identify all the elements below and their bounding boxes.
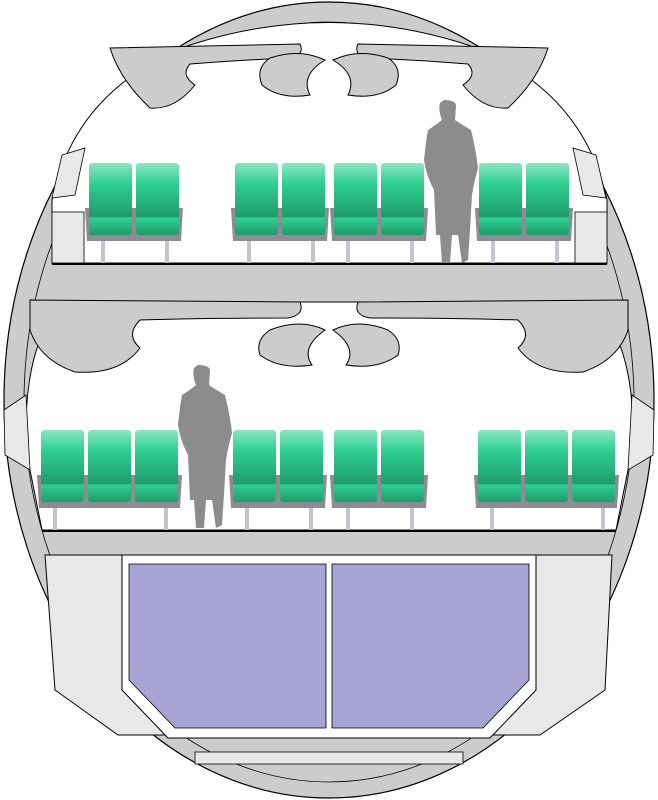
seat <box>478 430 521 502</box>
seat <box>525 430 568 502</box>
upper-deck-floor <box>52 263 607 265</box>
seat-leg <box>53 508 57 530</box>
main-deck-floor <box>42 530 616 532</box>
seat <box>334 430 377 502</box>
upper-deck-seat-group <box>231 163 329 263</box>
seat-leg <box>245 508 249 530</box>
upper-deck-seat-group <box>330 163 428 263</box>
upper-window-left <box>51 147 86 199</box>
upper-deck-seat-group <box>85 163 183 263</box>
seat-leg <box>247 241 251 263</box>
upper-sidewall-left <box>51 211 85 264</box>
main-deck-seat-group <box>474 430 619 530</box>
seat-leg <box>410 241 414 263</box>
seat-leg <box>346 241 350 263</box>
main-window-right <box>627 394 655 471</box>
person-silhouette-main <box>178 365 232 528</box>
upper-window-right <box>572 147 607 199</box>
person-silhouette-upper <box>424 100 478 263</box>
seats-layer <box>37 163 619 530</box>
main-overhead-bins <box>29 299 629 373</box>
cargo-container-left <box>128 563 327 729</box>
seat <box>280 430 323 502</box>
upper-deck-seat-group <box>475 163 573 263</box>
seat-leg <box>311 241 315 263</box>
seat-leg <box>165 241 169 263</box>
seat-leg <box>309 508 313 530</box>
main-deck-seat-group <box>37 430 182 530</box>
seat <box>135 430 178 502</box>
main-deck-seat-group <box>229 430 327 530</box>
cargo-container-right <box>331 563 530 729</box>
seat <box>88 430 131 502</box>
seat <box>89 163 132 235</box>
seat <box>334 163 377 235</box>
seat-leg <box>555 241 559 263</box>
seat <box>479 163 522 235</box>
main-deck-seat-group <box>330 430 428 530</box>
seat <box>381 163 424 235</box>
seat-leg <box>346 508 350 530</box>
seat-leg <box>490 508 494 530</box>
seat <box>233 430 276 502</box>
seat-leg <box>601 508 605 530</box>
seat-leg <box>491 241 495 263</box>
main-window-left <box>3 394 31 471</box>
seat <box>381 430 424 502</box>
seat-leg <box>410 508 414 530</box>
seat <box>526 163 569 235</box>
seat <box>41 430 84 502</box>
seat <box>235 163 278 235</box>
bilge-panel <box>194 751 464 765</box>
seat-leg <box>164 508 168 530</box>
seat <box>136 163 179 235</box>
seat-leg <box>101 241 105 263</box>
upper-overhead-bins <box>109 43 549 109</box>
upper-sidewall-right <box>574 211 608 264</box>
seat <box>572 430 615 502</box>
seat <box>282 163 325 235</box>
